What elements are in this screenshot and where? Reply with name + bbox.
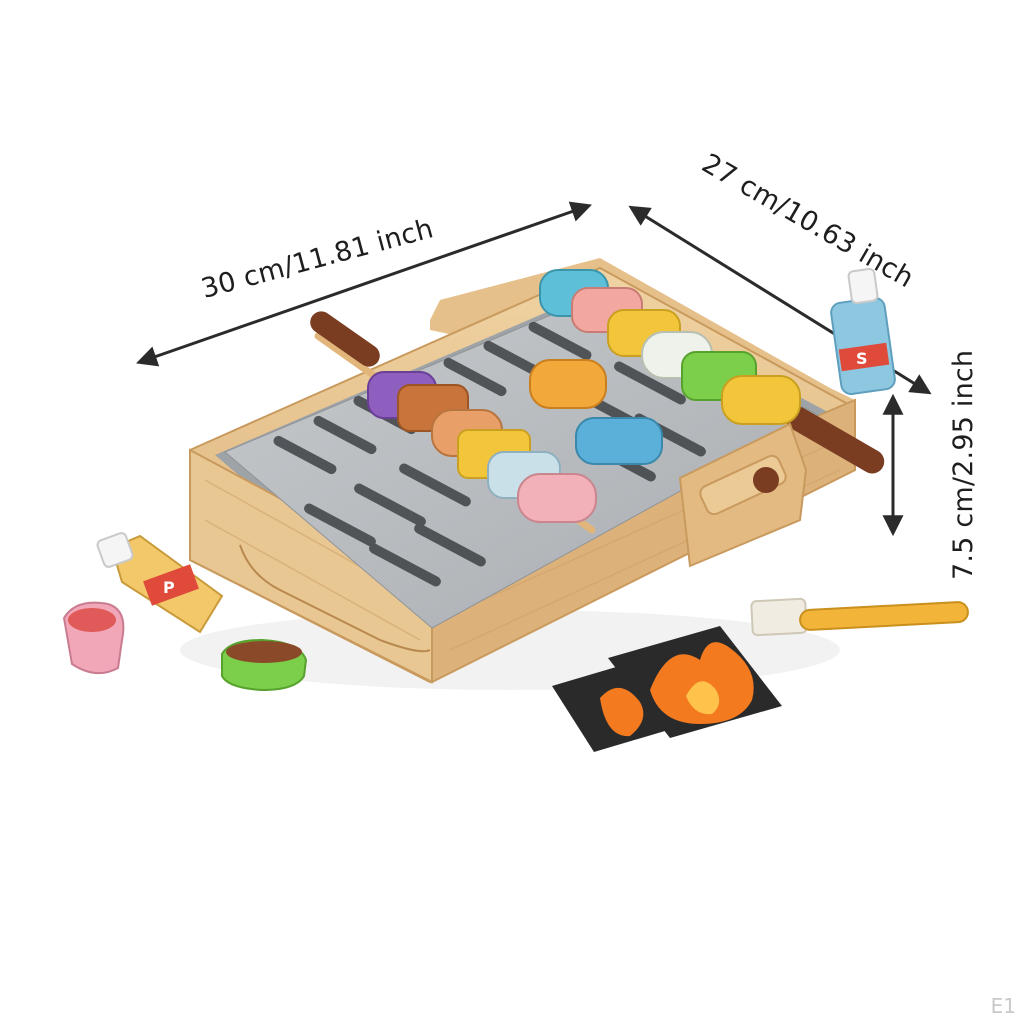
basting-brush xyxy=(750,597,969,637)
salt-bottle-letter: S xyxy=(856,349,868,368)
grilled-chicken-piece xyxy=(529,359,607,409)
height-dimension-label: 7.5 cm/2.95 inch xyxy=(948,349,979,580)
salt-bottle: S xyxy=(830,267,896,396)
fire-cards xyxy=(552,626,782,752)
skewered-food xyxy=(539,269,801,425)
rotisserie-crank xyxy=(678,422,808,568)
pepper-bottle: P xyxy=(96,532,224,634)
toy-sausage-piece xyxy=(221,638,308,692)
back-skewer xyxy=(539,269,885,474)
grilled-fish-piece xyxy=(575,417,663,465)
toy-steak xyxy=(62,601,125,675)
front-skewer xyxy=(310,311,597,534)
pepper-bottle-letter: P xyxy=(163,578,175,597)
skewered-food xyxy=(367,371,597,523)
width-arrow xyxy=(136,201,592,367)
corner-code: E1 xyxy=(990,994,1016,1018)
